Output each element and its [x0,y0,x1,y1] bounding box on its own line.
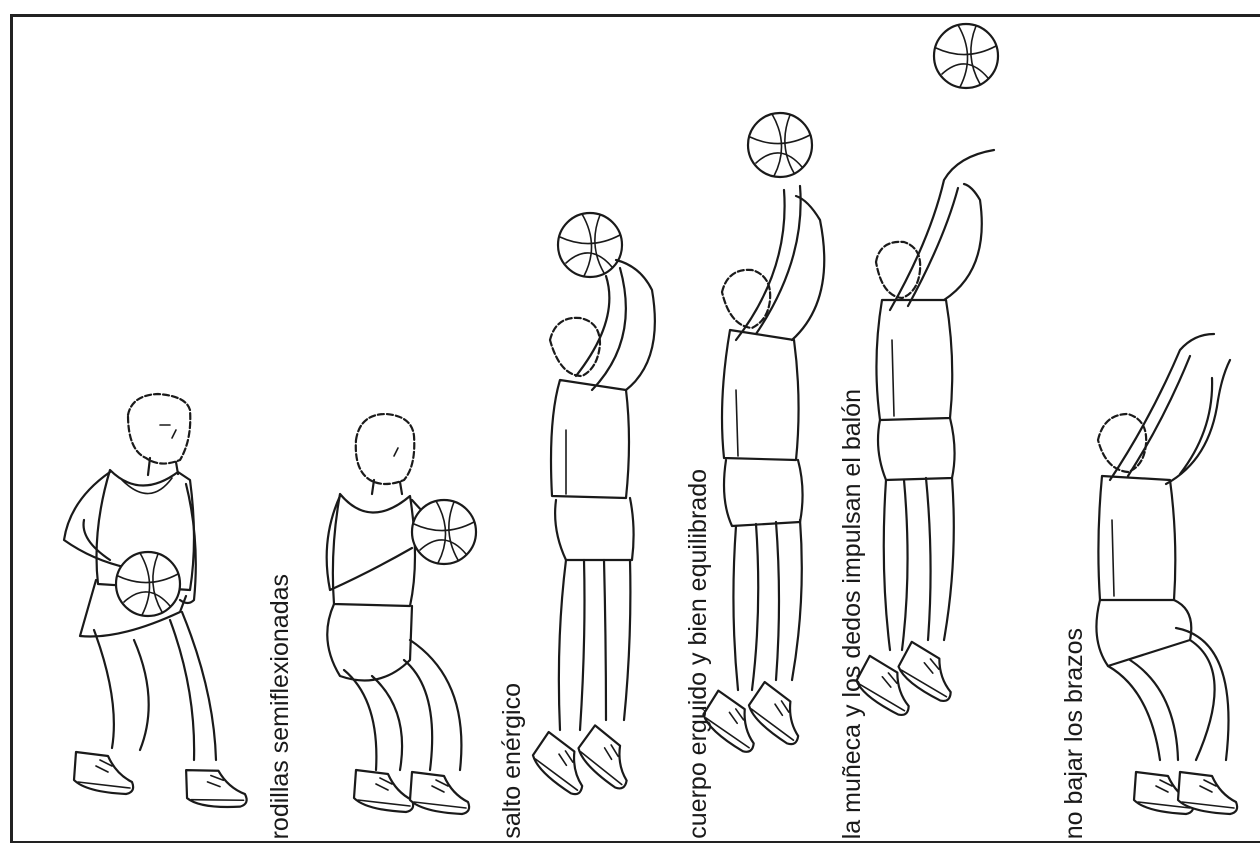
caption-body: cuerpo erguido y bien equilibrado [686,469,711,839]
player-figure-6 [1096,334,1237,814]
player-figure-3 [526,213,655,797]
player-figure-5 [851,24,998,717]
caption-knees: rodillas semiflexionadas [268,574,293,839]
player-figure-2 [327,414,476,814]
player-figure-1 [64,394,247,812]
caption-arms: no bajar los brazos [1062,628,1087,839]
caption-jump: salto enérgico [500,683,525,839]
caption-wrist: la muñeca y los dedos impulsan el balón [840,389,865,839]
player-figure-4 [697,113,824,755]
